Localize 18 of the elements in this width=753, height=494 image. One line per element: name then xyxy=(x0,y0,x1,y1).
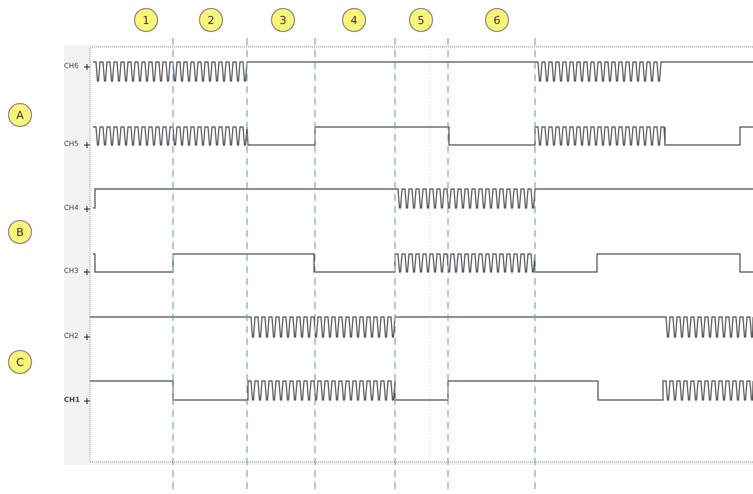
circle-label: A xyxy=(16,110,24,120)
step-circle xyxy=(8,103,32,127)
step-circle xyxy=(8,350,32,374)
step-circle xyxy=(134,8,158,32)
circle-label: 3 xyxy=(280,14,286,26)
circle-label: 4 xyxy=(350,14,358,26)
step-circle xyxy=(485,8,509,32)
circle-label: 1 xyxy=(142,14,150,26)
circle-label: 6 xyxy=(494,14,500,26)
circle-label: C xyxy=(16,356,24,368)
step-circle xyxy=(409,8,433,32)
step-circle xyxy=(342,8,366,32)
circle-label: B xyxy=(16,226,24,238)
step-circle xyxy=(199,8,223,32)
step-circle xyxy=(271,8,295,32)
step-circle xyxy=(8,220,32,244)
circle-label: 5 xyxy=(418,14,424,26)
circle-label: 2 xyxy=(208,14,214,26)
